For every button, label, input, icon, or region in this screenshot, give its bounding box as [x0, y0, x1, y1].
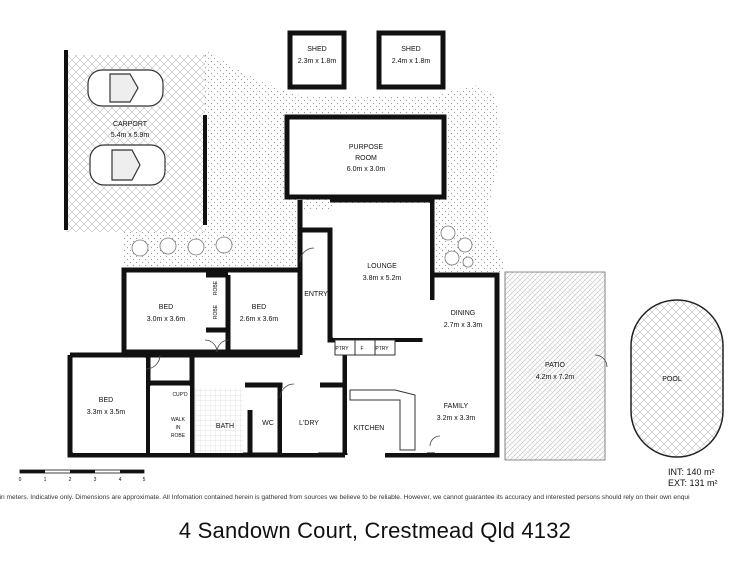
bed-1-name: BED — [159, 304, 173, 311]
cupd-label: CUP'D — [172, 392, 188, 398]
scale-bar: 0 1 2 3 4 5 — [19, 469, 146, 483]
patio-name: PATIO — [545, 362, 566, 369]
room-fills — [73, 203, 494, 453]
family-size: 3.2m x 3.3m — [437, 415, 476, 422]
pool — [630, 299, 724, 458]
area-summary: INT: 140 m² EXT: 131 m² — [668, 467, 718, 489]
family-name: FAMILY — [444, 403, 469, 410]
purpose-room-line1: PURPOSE — [349, 144, 384, 151]
bed-3-size: 3.3m x 3.5m — [87, 409, 126, 416]
shed-2-size: 2.4m x 1.8m — [392, 58, 431, 65]
entry-label: ENTRY — [304, 291, 328, 298]
scale-tick-3: 3 — [94, 477, 97, 483]
lounge-name: LOUNGE — [367, 263, 397, 270]
pantry-2-label: PTRY — [375, 346, 389, 352]
dining-size: 2.7m x 3.3m — [444, 322, 483, 329]
scale-tick-4: 4 — [119, 477, 122, 483]
scale-tick-0: 0 — [19, 477, 22, 483]
internal-area: INT: 140 m² — [668, 467, 715, 477]
scale-tick-2: 2 — [69, 477, 72, 483]
walk-in-robe-line1: WALK — [171, 417, 186, 423]
property-address: 4 Sandown Court, Crestmead Qld 4132 — [178, 518, 572, 543]
robe-2-label: ROBE — [213, 304, 219, 319]
room-labels: SHED 2.3m x 1.8m SHED 2.4m x 1.8m CARPOR… — [87, 46, 682, 439]
dining-name: DINING — [451, 310, 476, 317]
wc-label: WC — [262, 420, 274, 427]
robe-1-label: ROBE — [213, 280, 219, 295]
carport-walls — [64, 50, 207, 230]
shed-1-name: SHED — [307, 46, 326, 53]
floor-plan: SHED 2.3m x 1.8m SHED 2.4m x 1.8m CARPOR… — [19, 30, 724, 483]
shed-1-size: 2.3m x 1.8m — [298, 58, 337, 65]
lounge-size: 3.8m x 5.2m — [363, 275, 402, 282]
car-icons — [87, 69, 166, 186]
disclaimer-text: e in meters. Indicative only. Dimensions… — [0, 494, 690, 501]
door-swings — [145, 247, 608, 447]
kitchen-label: KITCHEN — [354, 425, 385, 432]
bath-label: BATH — [216, 423, 234, 430]
carport-name: CARPORT — [113, 121, 148, 128]
fridge-label: F — [360, 346, 363, 352]
bed-1-size: 3.0m x 3.6m — [147, 316, 186, 323]
garden-shrubs-icons — [131, 225, 474, 268]
carport-size: 5.4m x 5.9m — [111, 132, 150, 139]
purpose-room-size: 6.0m x 3.0m — [347, 166, 386, 173]
walk-in-robe-line2: IN — [176, 425, 181, 431]
purpose-room-line2: ROOM — [355, 155, 377, 162]
scale-tick-1: 1 — [44, 477, 47, 483]
bed-2-name: BED — [252, 304, 266, 311]
walk-in-robe-line3: ROBE — [171, 433, 186, 439]
pantry-1-label: PTRY — [335, 346, 349, 352]
house-walls — [67, 197, 500, 458]
bed-3-name: BED — [99, 397, 113, 404]
sheds — [287, 30, 446, 90]
patio-size: 4.2m x 7.2m — [536, 374, 575, 381]
laundry-label: L'DRY — [299, 420, 319, 427]
purpose-room-walls — [284, 114, 447, 200]
disclaimer-bar: e in meters. Indicative only. Dimensions… — [0, 492, 750, 504]
external-area: EXT: 131 m² — [668, 478, 718, 488]
bed-2-size: 2.6m x 3.6m — [240, 316, 279, 323]
kitchen-bench — [334, 339, 416, 451]
pool-label: POOL — [662, 376, 682, 383]
shed-2-name: SHED — [401, 46, 420, 53]
scale-tick-5: 5 — [143, 477, 146, 483]
